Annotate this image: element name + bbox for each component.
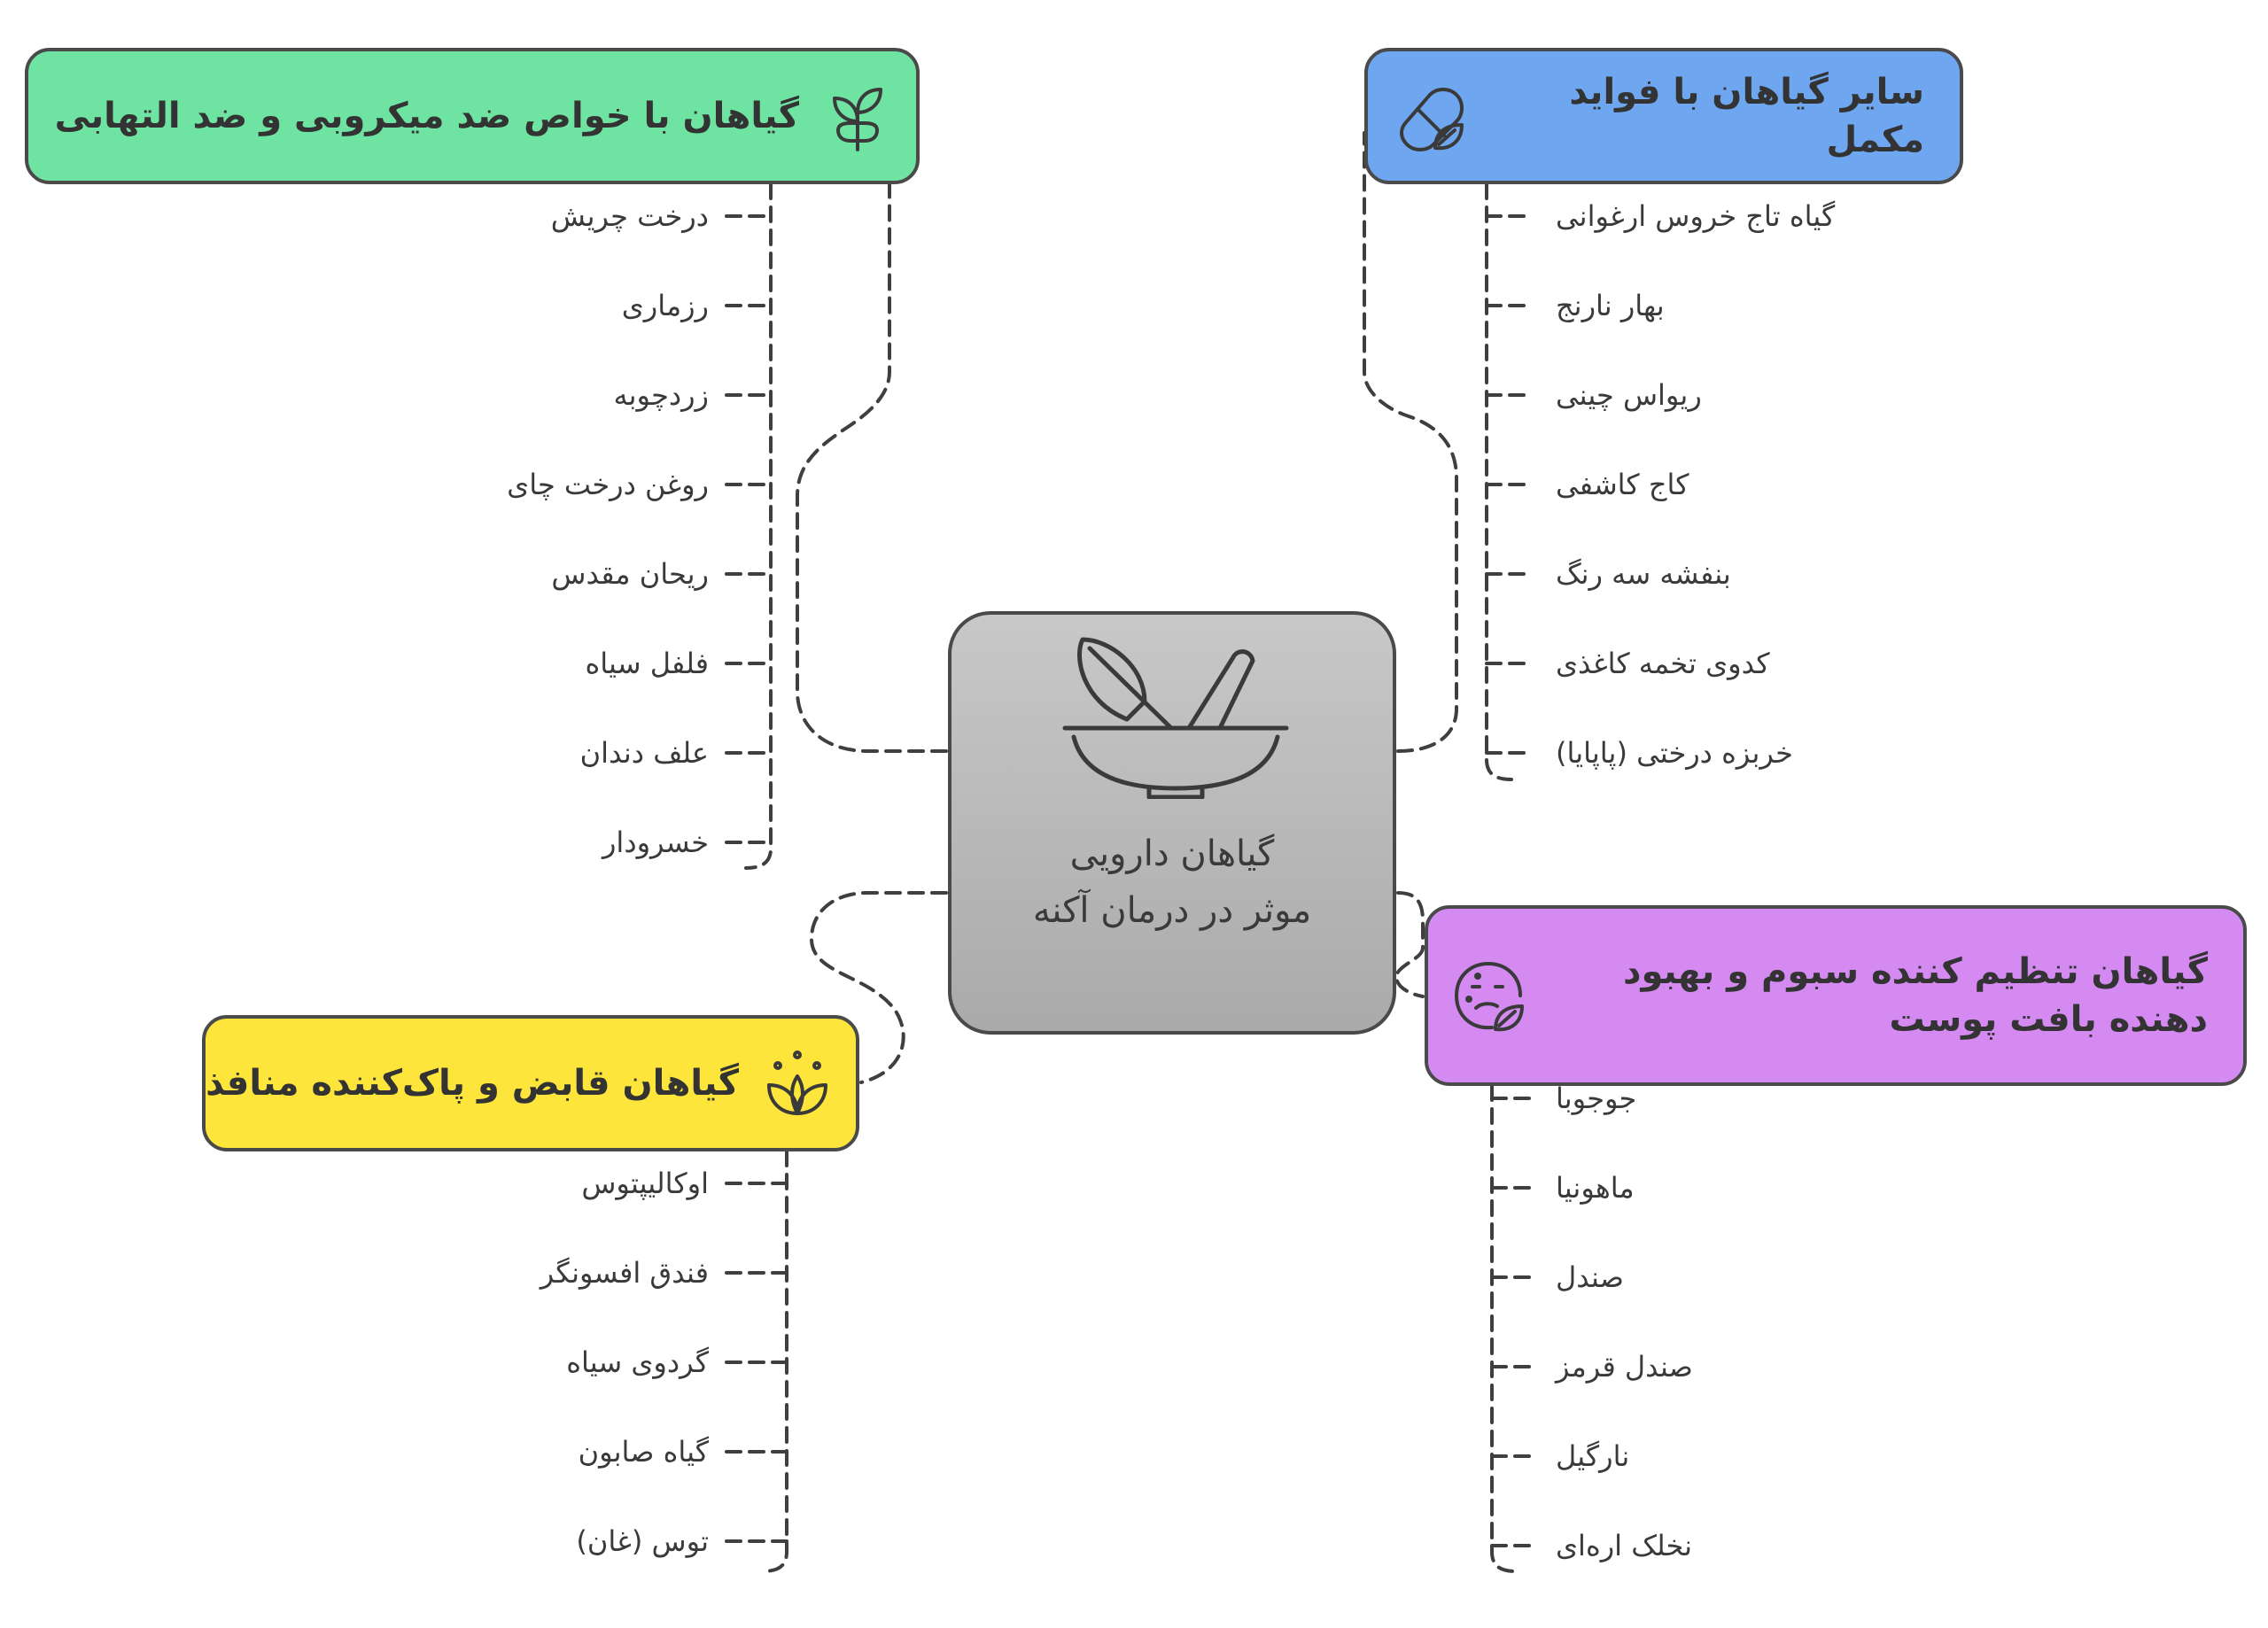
leaf-item: رزماری [621, 289, 709, 322]
leaf-item: صندل [1556, 1260, 1624, 1294]
leaf-item: بنفشه سه رنگ [1556, 557, 1731, 591]
center-title-line-2: موثر در درمان آکنه [1032, 890, 1312, 931]
connector-center-complementary [1363, 131, 1458, 753]
branch-astringent-items: اوکالیپتوس فندق افسونگر گردوی سیاه گیاه صاب… [354, 0, 709, 1628]
leaf-item: نخلک اره‌ای [1556, 1529, 1693, 1562]
leaves-sparkle-icon [760, 1046, 835, 1120]
leaf-item: فندق افسونگر [540, 1256, 709, 1290]
leaf-item: گردوی سیاه [566, 1345, 709, 1379]
branch-title: گیاهان تنظیم کننده سبوم و بهبود دهنده با… [1622, 951, 2208, 1040]
sprout-icon [820, 79, 895, 153]
branch-sebum: گیاهان تنظیم کننده سبوم و بهبود دهنده با… [1425, 905, 2247, 1086]
leaf-item: کدوی تخمه کاغذی [1556, 647, 1770, 680]
leaf-item: گیاه تاج خروس ارغوانی [1556, 199, 1836, 233]
leaf-item: اوکالیپتوس [581, 1167, 709, 1200]
center-title-line-1: گیاهان دارویی [1069, 833, 1275, 874]
branch-astringent: گیاهان قابض و پاک‌کننده منافذ [202, 1015, 859, 1151]
branch-complementary-items: گیاه تاج خروس ارغوانی بهار نارنج ریواس چین… [1488, 0, 1860, 1628]
leaf-item: فلفل سیاه [585, 647, 709, 680]
leaf-item: ماهونیا [1556, 1171, 1635, 1205]
leaf-item: گیاه صابون [578, 1435, 709, 1469]
mortar-pestle-leaf-icon [1062, 637, 1289, 799]
leaf-item: خربزه درختی (پاپایا) [1556, 736, 1793, 770]
branch-antimicrobial-items: درخت چریش رزماری زردچوبه روغن درخت چای ریحان… [354, 0, 709, 1628]
trunk-astringent [760, 1150, 788, 1573]
leaf-item: علف دندان [579, 736, 709, 770]
leaf-item: نارگیل [1556, 1439, 1630, 1473]
leaf-item: خسرودار [602, 826, 709, 859]
leaf-item: صندل قرمز [1556, 1350, 1693, 1384]
branch-title: گیاهان با خواص ضد میکروبی و ضد التهابی [54, 96, 799, 136]
trunk-antimicrobial [744, 182, 773, 870]
leaf-item: روغن درخت چای [507, 468, 709, 501]
branch-title: سایر گیاهان با فواید مکمل [1569, 72, 1924, 160]
branch-complementary: سایر گیاهان با فواید مکمل [1364, 48, 1963, 184]
trunk-complementary [1485, 182, 1513, 781]
leaf-item: ریحان مقدس [551, 557, 709, 591]
pill-leaf-icon [1394, 79, 1469, 153]
leaf-item: درخت چریش [550, 199, 709, 233]
connector-center-antimicrobial [796, 113, 948, 753]
leaf-item: توس (غان) [576, 1524, 709, 1558]
trunk-sebum [1490, 1084, 1518, 1573]
center-node: گیاهان دارویی موثر در درمان آکنه [948, 611, 1396, 1035]
connector-center-sebum [1394, 891, 1425, 998]
face-leaf-icon [1451, 958, 1526, 1033]
center-title: گیاهان دارویی موثر در درمان آکنه [951, 826, 1393, 939]
leaf-item: کاج کاشفی [1556, 468, 1689, 501]
branch-title: گیاهان قابض و پاک‌کننده منافذ [206, 1063, 739, 1104]
leaf-item: ریواس چینی [1556, 378, 1702, 412]
connector-center-astringent [809, 891, 948, 1084]
leaf-item: جوجوبا [1556, 1081, 1637, 1115]
branch-sebum-items: جوجوبا ماهونیا صندل صندل قرمز نارگیل نخلک اره… [1488, 0, 1860, 1628]
leaf-item: زردچوبه [613, 378, 709, 412]
branch-antimicrobial: گیاهان با خواص ضد میکروبی و ضد التهابی [25, 48, 920, 184]
leaf-item: بهار نارنج [1556, 289, 1665, 322]
